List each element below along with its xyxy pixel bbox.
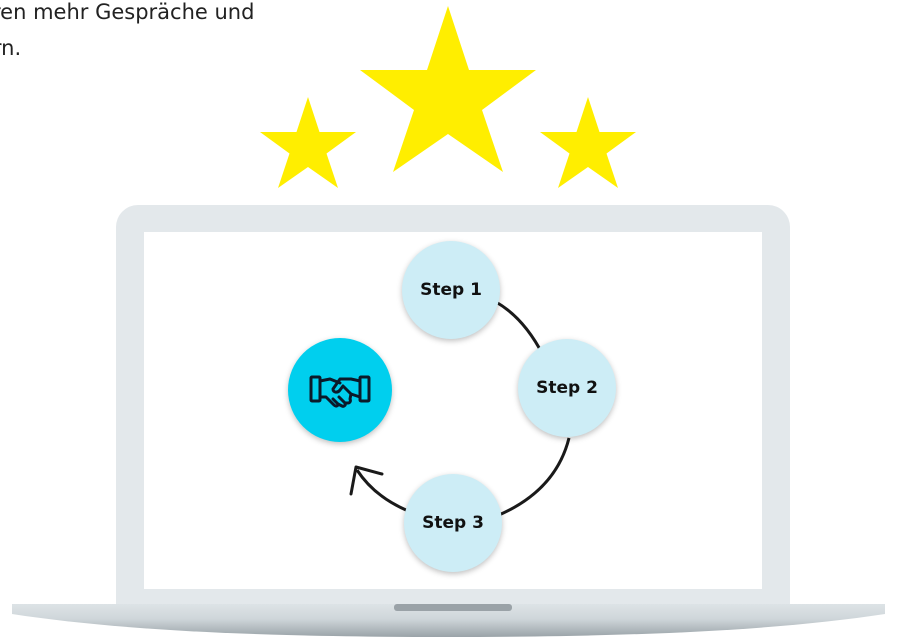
intro-text: ren mehr Gespräche und ern. — [0, 0, 360, 66]
step-2-node: Step 2 — [518, 339, 616, 437]
laptop-base — [12, 604, 885, 637]
star-icon-left — [260, 97, 356, 188]
handshake-icon — [309, 375, 371, 408]
step-2-label: Step 2 — [536, 378, 598, 398]
connector-step2-step3 — [498, 437, 571, 517]
intro-text-line-1: ren mehr Gespräche und — [0, 0, 255, 24]
step-3-label: Step 3 — [422, 513, 484, 533]
star-icon-right — [540, 97, 636, 188]
connector-step1-step2 — [495, 300, 545, 356]
step-3-node: Step 3 — [404, 474, 502, 572]
laptop-hinge-notch — [394, 604, 512, 611]
connector-step3-return — [355, 469, 407, 512]
intro-text-line-2: ern. — [0, 36, 22, 60]
step-1-label: Step 1 — [420, 280, 482, 300]
handshake-hub — [288, 338, 392, 442]
step-1-node: Step 1 — [402, 241, 500, 339]
return-arrowhead-icon — [349, 465, 384, 496]
star-icon-center — [360, 6, 536, 172]
